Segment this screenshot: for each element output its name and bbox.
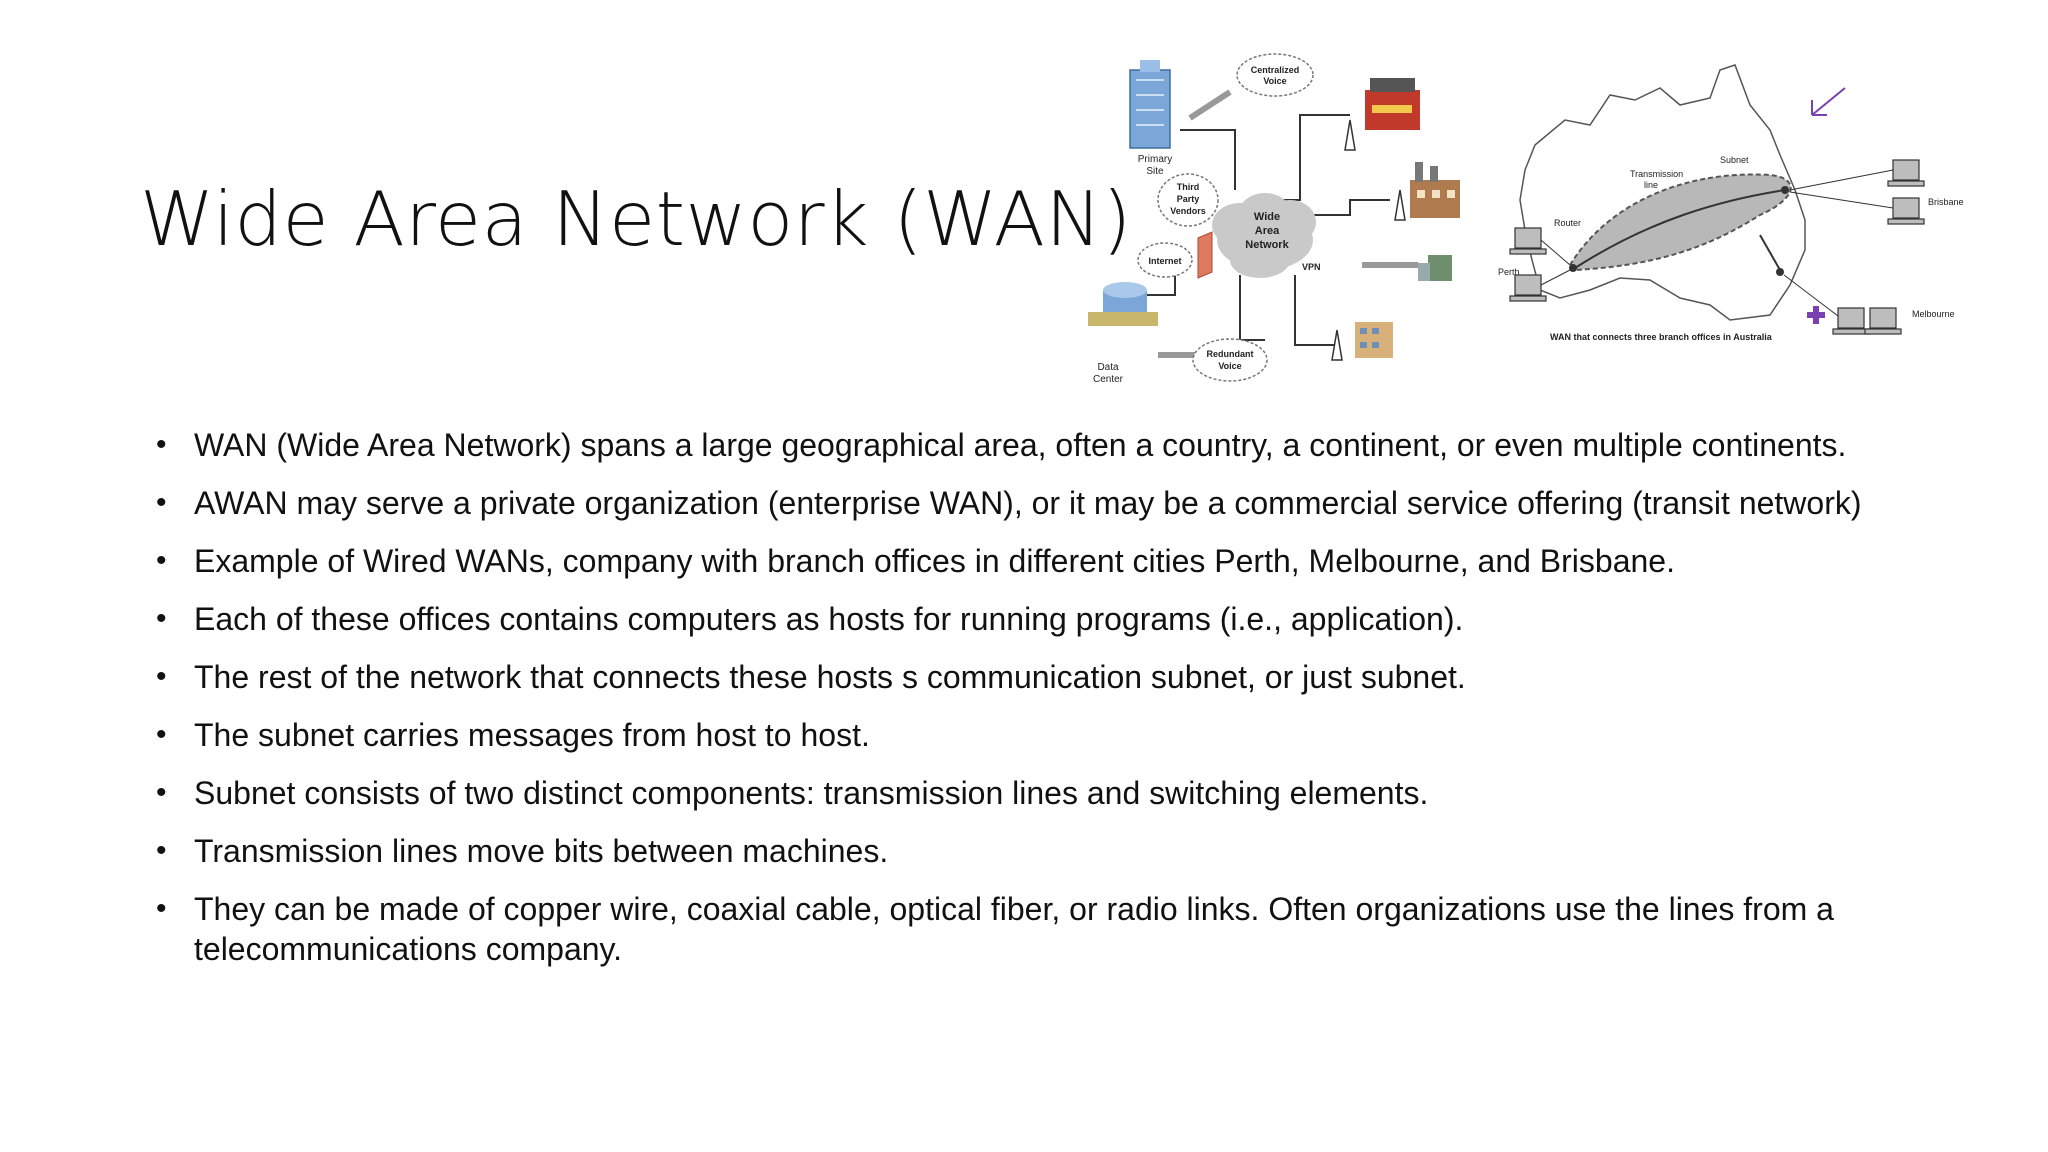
svg-text:line: line	[1644, 180, 1658, 190]
vpn-label: VPN	[1302, 262, 1321, 272]
internet-bubble: Internet	[1137, 242, 1193, 278]
svg-text:Subnet: Subnet	[1720, 155, 1749, 165]
australia-map-caption: WAN that connects three branch offices i…	[1550, 332, 1773, 342]
bullet-item: AWAN may serve a private organization (e…	[150, 483, 1910, 523]
wan-cloud: Wide Area Network	[1212, 193, 1316, 278]
factory-icon	[1410, 162, 1460, 218]
enterprise-wan-diagram: Wide Area Network Centralized Voice Prim…	[1088, 53, 1460, 385]
svg-text:Data: Data	[1097, 362, 1119, 373]
svg-text:Voice: Voice	[1263, 76, 1286, 86]
bullet-item: Example of Wired WANs, company with bran…	[150, 541, 1910, 581]
svg-text:Center: Center	[1093, 374, 1124, 385]
transmission-line	[1574, 189, 1786, 269]
antenna-tower-icon	[1331, 119, 1406, 361]
svg-text:Site: Site	[1146, 166, 1164, 177]
bullet-item: WAN (Wide Area Network) spans a large ge…	[150, 425, 1910, 465]
annotation-cross-icon	[1807, 306, 1825, 324]
bullet-item: The subnet carries messages from host to…	[150, 715, 1910, 755]
third-party-vendors-bubble: Third Party Vendors	[1157, 173, 1219, 227]
computer-icon	[1509, 159, 1925, 335]
bullet-list: WAN (Wide Area Network) spans a large ge…	[150, 425, 1910, 987]
bullet-item: Each of these offices contains computers…	[150, 599, 1910, 639]
svg-text:Party: Party	[1177, 194, 1200, 204]
retail-store-icon	[1365, 78, 1420, 130]
svg-text:Centralized: Centralized	[1251, 65, 1300, 75]
bullet-item: Transmission lines move bits between mac…	[150, 831, 1910, 871]
data-center-icon: Data Center	[1088, 282, 1158, 385]
svg-text:Brisbane: Brisbane	[1928, 197, 1964, 207]
wan-cloud-label-3: Network	[1245, 239, 1289, 251]
svg-text:Perth: Perth	[1498, 267, 1520, 277]
firewall-icon	[1197, 231, 1213, 279]
centralized-voice-bubble: Centralized Voice	[1188, 53, 1314, 121]
wan-cloud-label-1: Wide	[1254, 211, 1280, 223]
bullet-item: The rest of the network that connects th…	[150, 657, 1910, 697]
svg-text:Primary: Primary	[1138, 154, 1172, 165]
wan-cloud-label-2: Area	[1255, 225, 1280, 237]
svg-text:Internet: Internet	[1148, 256, 1181, 266]
apartment-building-icon	[1355, 322, 1393, 358]
svg-text:Melbourne: Melbourne	[1912, 309, 1955, 319]
small-office-icon	[1418, 255, 1452, 281]
australia-wan-map: Transmission line Subnet Router Perth Br…	[1498, 64, 1964, 342]
primary-site-building-icon: Primary Site	[1129, 60, 1172, 177]
svg-text:Third: Third	[1177, 182, 1200, 192]
svg-text:Redundant: Redundant	[1207, 349, 1254, 359]
wan-diagram: Wide Area Network Centralized Voice Prim…	[1088, 53, 1964, 385]
svg-text:Voice: Voice	[1218, 361, 1241, 371]
annotation-arrow-icon	[1811, 87, 1846, 116]
svg-text:Transmission: Transmission	[1630, 169, 1683, 179]
svg-text:Router: Router	[1554, 218, 1581, 228]
bullet-item: Subnet consists of two distinct componen…	[150, 773, 1910, 813]
slide-title: Wide Area Network (WAN)	[140, 175, 1132, 263]
redundant-voice-bubble: Redundant Voice	[1192, 338, 1268, 382]
bullet-item: They can be made of copper wire, coaxial…	[150, 889, 1910, 969]
svg-text:Vendors: Vendors	[1170, 206, 1206, 216]
